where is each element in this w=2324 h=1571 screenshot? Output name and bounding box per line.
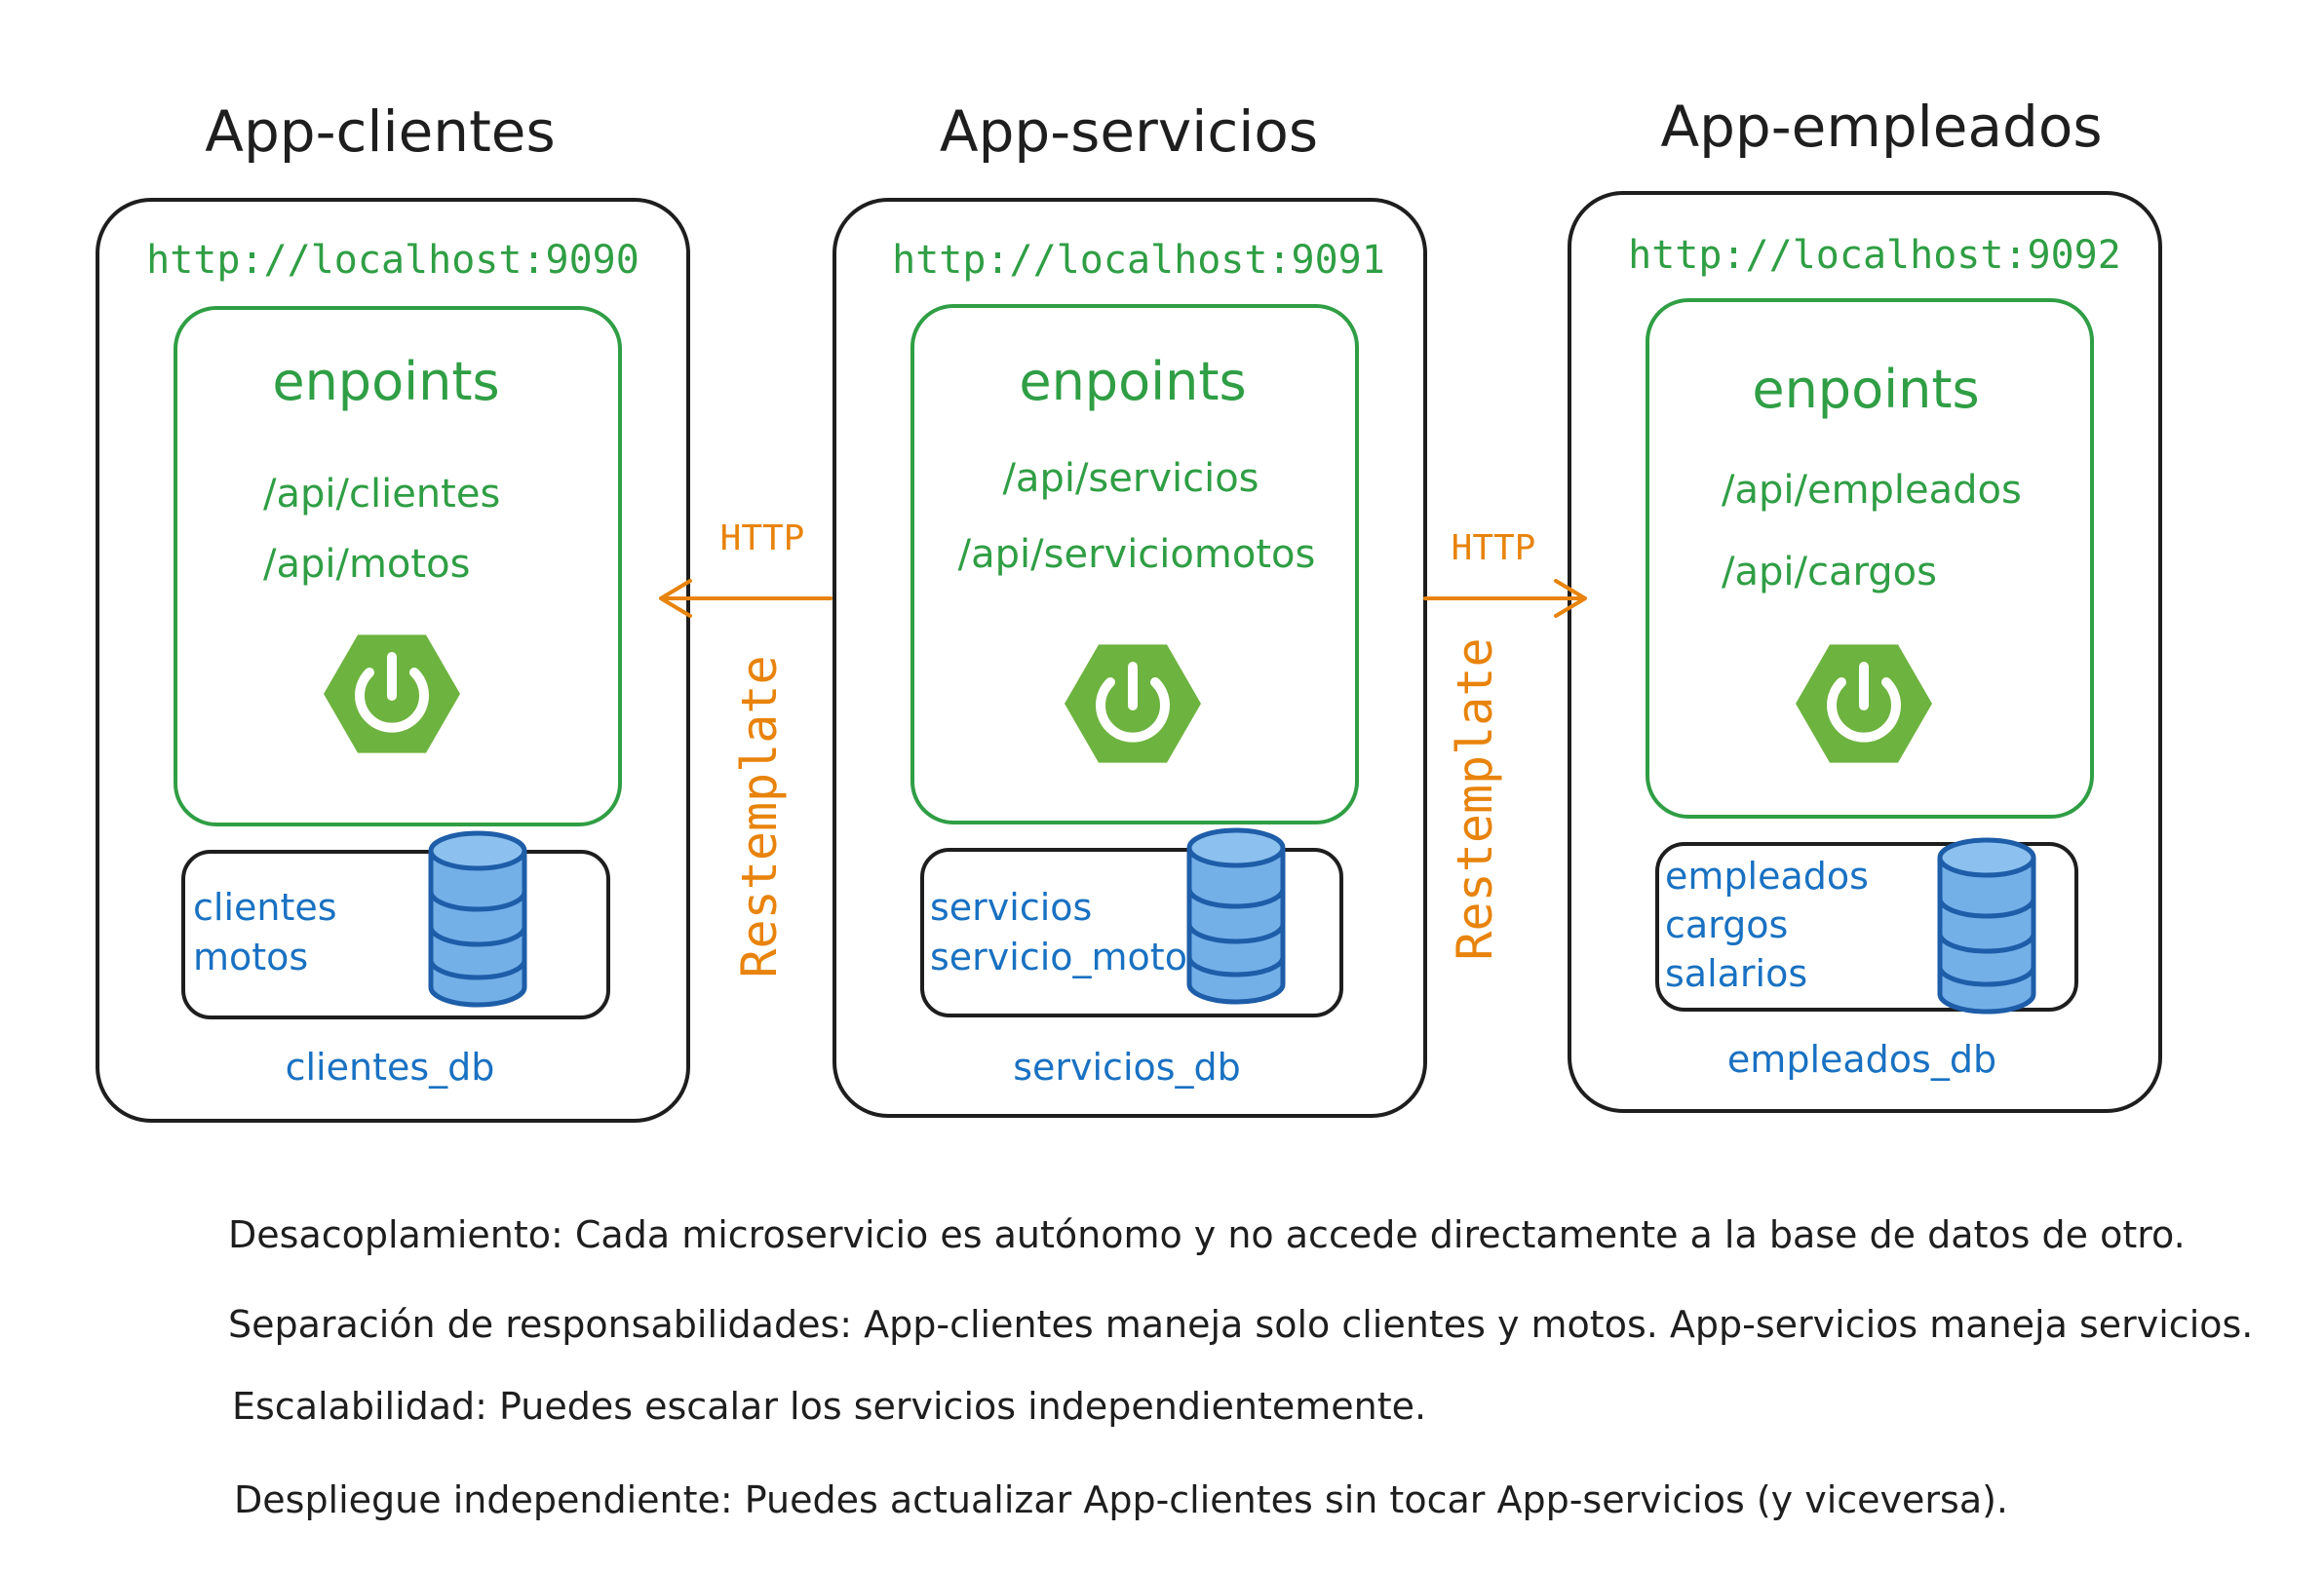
app-url: http://localhost:9090 bbox=[146, 238, 639, 283]
endpoint-item: /api/serviciomotos bbox=[958, 532, 1316, 577]
database-icon bbox=[431, 833, 524, 1005]
db-table: empleados bbox=[1665, 855, 1869, 898]
app-card-empleados: App-empleados http://localhost:9092 enpo… bbox=[1568, 94, 2162, 1113]
db-table: servicio_motos bbox=[930, 936, 1207, 978]
spring-boot-icon bbox=[1779, 615, 1950, 792]
endpoints-title: enpoints bbox=[272, 351, 499, 412]
app-url: http://localhost:9092 bbox=[1628, 233, 2121, 278]
endpoints-title: enpoints bbox=[1752, 359, 1979, 420]
app-frame bbox=[96, 198, 690, 1123]
note-item: Desacoplamiento: Cada microservicio es a… bbox=[228, 1213, 2186, 1256]
note-item: Separación de responsabilidades: App-cli… bbox=[228, 1303, 2253, 1346]
db-name: clientes_db bbox=[286, 1046, 495, 1089]
endpoints-box bbox=[1646, 298, 2094, 819]
connector-client-label: Restemplate bbox=[731, 655, 788, 977]
arrow-left-icon bbox=[659, 579, 692, 618]
app-card-clientes: App-clientes http://localhost:9090 enpoi… bbox=[96, 98, 690, 1123]
note-item: Despliegue independiente: Puedes actuali… bbox=[234, 1478, 2008, 1521]
db-table: servicios bbox=[930, 886, 1092, 929]
db-table: salarios bbox=[1665, 952, 1807, 995]
spring-boot-icon bbox=[307, 605, 478, 783]
database-box bbox=[1655, 842, 2078, 1012]
db-table: clientes bbox=[193, 886, 337, 929]
endpoint-item: /api/motos bbox=[263, 542, 470, 587]
endpoints-title: enpoints bbox=[1019, 351, 1246, 412]
app-card-servicios: App-servicios http://localhost:9091 enpo… bbox=[833, 98, 1427, 1118]
connector-protocol-label: HTTP bbox=[720, 518, 805, 558]
app-title: App-empleados bbox=[1660, 94, 2102, 160]
app-url: http://localhost:9091 bbox=[892, 238, 1385, 283]
endpoint-item: /api/empleados bbox=[1722, 468, 2022, 513]
app-frame bbox=[833, 198, 1427, 1118]
connector-servicios-to-clientes: HTTP Restemplate bbox=[659, 518, 833, 978]
database-icon bbox=[1189, 830, 1283, 1002]
endpoint-item: /api/cargos bbox=[1722, 550, 1937, 594]
db-name: empleados_db bbox=[1727, 1038, 1996, 1081]
endpoint-item: /api/servicios bbox=[1002, 456, 1259, 501]
app-title: App-clientes bbox=[205, 98, 555, 165]
connector-client-label: Restemplate bbox=[1447, 637, 1503, 960]
connector-servicios-to-empleados: HTTP Restemplate bbox=[1423, 528, 1587, 961]
app-title: App-servicios bbox=[940, 98, 1318, 165]
db-name: servicios_db bbox=[1013, 1046, 1241, 1089]
spring-boot-icon bbox=[1048, 615, 1219, 792]
database-box bbox=[181, 850, 610, 1019]
connector-protocol-label: HTTP bbox=[1452, 528, 1536, 568]
notes: Desacoplamiento: Cada microservicio es a… bbox=[228, 1213, 2253, 1521]
db-table: motos bbox=[193, 936, 308, 978]
endpoints-box bbox=[174, 306, 622, 826]
endpoint-item: /api/clientes bbox=[263, 472, 500, 517]
app-frame bbox=[1568, 191, 2162, 1113]
arrow-right-icon bbox=[1554, 579, 1587, 618]
database-box bbox=[920, 848, 1343, 1017]
endpoints-box bbox=[910, 304, 1359, 824]
db-table: cargos bbox=[1665, 903, 1788, 946]
note-item: Escalabilidad: Puedes escalar los servic… bbox=[232, 1385, 1426, 1428]
database-icon bbox=[1940, 840, 2034, 1012]
